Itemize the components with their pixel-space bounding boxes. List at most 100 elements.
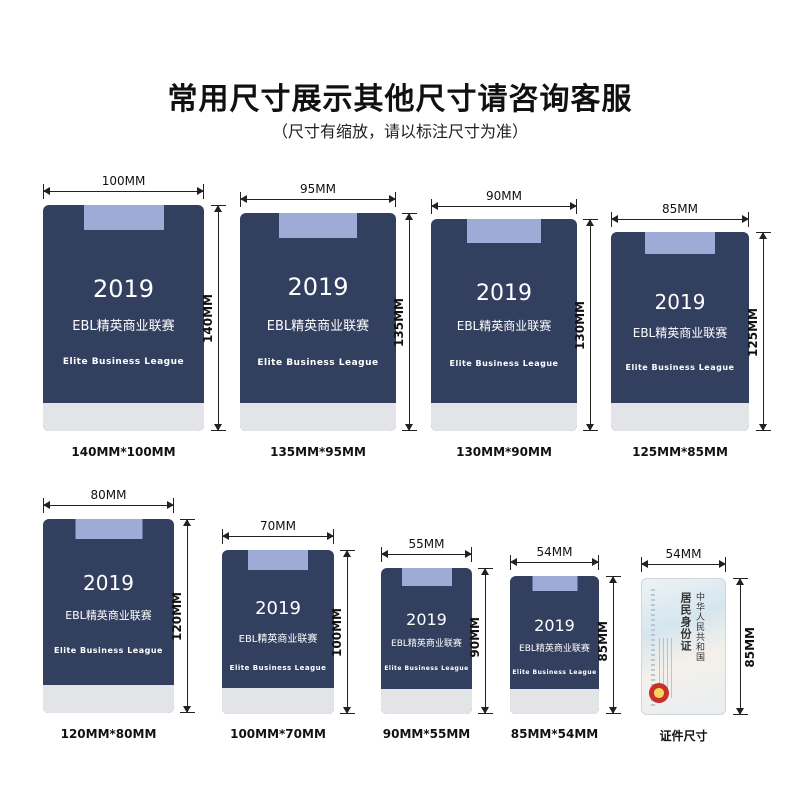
card-year: 2019 bbox=[406, 610, 447, 629]
page-subtitle: （尺寸有缩放，请以标注尺寸为准） bbox=[271, 122, 528, 141]
id-card-sample: 居民身份证 中华人民共和国 bbox=[641, 578, 726, 715]
height-label: 85MM bbox=[596, 621, 610, 662]
tick bbox=[340, 550, 355, 551]
size-caption: 100MM*70MM bbox=[230, 727, 326, 741]
national-emblem-icon bbox=[649, 683, 669, 703]
tick bbox=[606, 576, 621, 577]
card-year: 2019 bbox=[534, 616, 575, 635]
width-dimension-line bbox=[240, 192, 396, 207]
id-caption: 证件尺寸 bbox=[659, 729, 708, 743]
height-dimension-line bbox=[211, 205, 226, 431]
height-label: 90MM bbox=[468, 617, 482, 658]
tick bbox=[43, 184, 44, 199]
width-label: 95MM bbox=[300, 182, 336, 196]
card-title-cn: EBL精英商业联赛 bbox=[238, 634, 318, 645]
card-year: 2019 bbox=[92, 275, 155, 303]
tick bbox=[756, 430, 771, 431]
width-dimension-line bbox=[43, 498, 174, 513]
width-label: 80MM bbox=[90, 488, 127, 502]
card-title-en: Elite Business League bbox=[54, 646, 163, 655]
width-label: 100MM bbox=[101, 174, 146, 188]
width-dimension-line bbox=[611, 212, 749, 227]
card-bottom-strip bbox=[43, 685, 174, 713]
height-label: 100MM bbox=[330, 608, 344, 657]
id-height-dimension-line bbox=[733, 578, 748, 715]
card-title-en: Elite Business League bbox=[625, 363, 735, 372]
card-clip bbox=[467, 219, 541, 243]
card-bottom-strip bbox=[381, 689, 472, 714]
card-title-en: Elite Business League bbox=[62, 357, 185, 367]
height-dimension-line bbox=[756, 232, 771, 431]
size-caption: 125MM*85MM bbox=[632, 445, 728, 459]
tick bbox=[211, 430, 226, 431]
tick bbox=[43, 498, 44, 513]
height-dimension-line bbox=[606, 576, 621, 714]
tick bbox=[510, 555, 511, 570]
id-height-label: 85MM bbox=[743, 626, 757, 668]
id-width-label: 54MM bbox=[665, 547, 702, 561]
width-dimension-line bbox=[381, 547, 472, 562]
height-label: 125MM bbox=[746, 307, 760, 357]
card-title-en: Elite Business League bbox=[257, 358, 379, 368]
width-label: 55MM bbox=[408, 537, 445, 551]
width-label: 54MM bbox=[536, 545, 573, 559]
size-caption: 130MM*90MM bbox=[456, 445, 552, 459]
size-caption: 85MM*54MM bbox=[510, 727, 599, 741]
tick bbox=[583, 219, 598, 220]
width-dimension-line bbox=[43, 184, 204, 199]
card-clip bbox=[75, 519, 142, 539]
card-year: 2019 bbox=[654, 290, 706, 314]
tick bbox=[402, 430, 417, 431]
id-card-pattern bbox=[651, 586, 655, 706]
card-bottom-strip bbox=[611, 403, 749, 431]
tick bbox=[222, 529, 223, 544]
tick bbox=[478, 713, 493, 714]
card-clip bbox=[279, 213, 357, 238]
card-title-cn: EBL精英商业联赛 bbox=[72, 319, 175, 334]
tick bbox=[606, 713, 621, 714]
card-title-cn: EBL精英商业联赛 bbox=[456, 319, 552, 333]
card-bottom-strip bbox=[222, 688, 334, 714]
card-clip bbox=[83, 205, 164, 230]
tick bbox=[641, 557, 642, 572]
tick bbox=[733, 714, 748, 715]
tick bbox=[180, 519, 195, 520]
height-label: 130MM bbox=[573, 301, 587, 350]
tick bbox=[211, 205, 226, 206]
card-title-en: Elite Business League bbox=[449, 359, 559, 368]
card-year: 2019 bbox=[476, 281, 532, 306]
tick bbox=[756, 232, 771, 233]
height-dimension-line bbox=[478, 568, 493, 714]
card-year: 2019 bbox=[255, 598, 301, 619]
size-caption: 135MM*95MM bbox=[270, 445, 366, 459]
card-bottom-strip bbox=[43, 403, 204, 431]
width-dimension-line bbox=[222, 529, 334, 544]
card-title-en: Elite Business League bbox=[229, 664, 327, 672]
card-title-cn: EBL精英商业联赛 bbox=[65, 609, 152, 622]
tick bbox=[611, 212, 612, 227]
card-bottom-strip bbox=[510, 689, 599, 714]
card-title-cn: EBL精英商业联赛 bbox=[391, 639, 462, 649]
height-label: 135MM bbox=[392, 298, 406, 347]
height-dimension-line bbox=[402, 213, 417, 431]
card-title-cn: EBL精英商业联赛 bbox=[519, 644, 590, 654]
width-dimension-line bbox=[510, 555, 599, 570]
height-label: 140MM bbox=[201, 294, 215, 343]
tick bbox=[240, 192, 241, 207]
size-caption: 120MM*80MM bbox=[60, 727, 157, 741]
tick bbox=[402, 213, 417, 214]
tick bbox=[381, 547, 382, 562]
size-caption: 140MM*100MM bbox=[71, 445, 176, 459]
tick bbox=[180, 712, 195, 713]
card-clip bbox=[532, 576, 577, 591]
tick bbox=[733, 578, 748, 579]
height-dimension-line bbox=[583, 219, 598, 431]
card-title-en: Elite Business League bbox=[384, 665, 469, 672]
tick bbox=[431, 199, 432, 214]
